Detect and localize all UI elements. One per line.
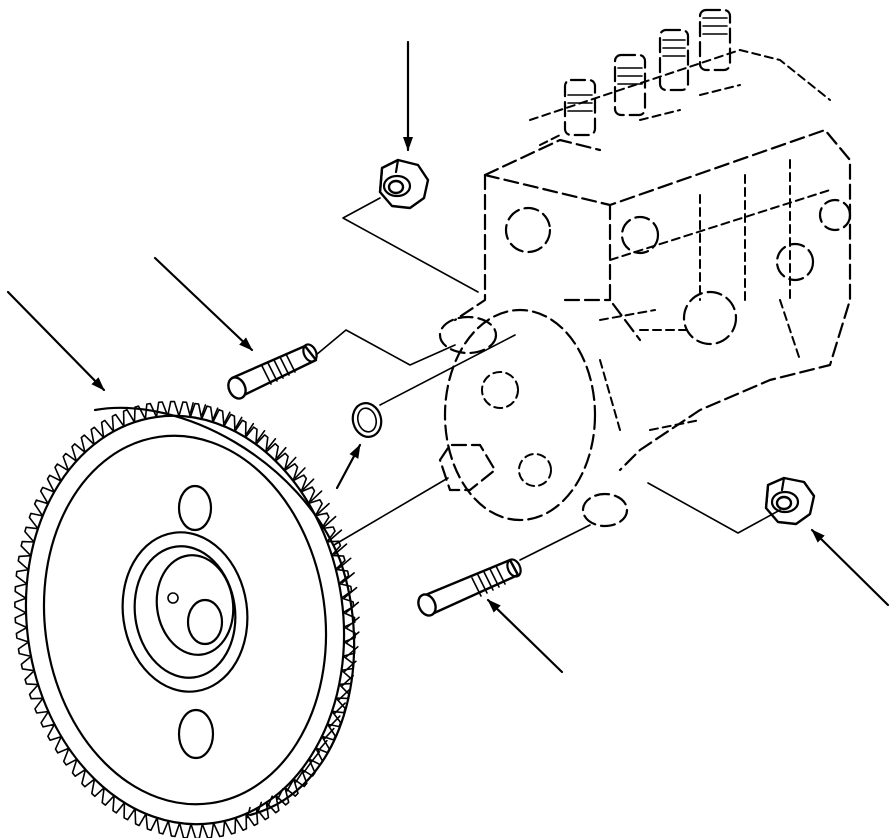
callout-arrow-gear — [6, 290, 106, 392]
drive-gear — [14, 400, 360, 838]
assembly-lines — [315, 197, 781, 561]
callout-arrows — [6, 40, 890, 674]
stud-lower — [417, 558, 522, 617]
flange-nut-lower — [764, 476, 816, 526]
o-ring — [351, 402, 383, 438]
stud-upper — [227, 343, 318, 400]
injection-pump — [438, 8, 852, 528]
callout-arrow-nut-lower — [810, 528, 890, 607]
gear-tooth-flanks — [189, 402, 360, 819]
callout-arrow-stud-lower — [486, 598, 564, 674]
callout-arrow-stud-upper — [153, 256, 254, 352]
callout-arrow-o-ring — [335, 443, 362, 490]
flange-nut-upper — [378, 158, 430, 210]
